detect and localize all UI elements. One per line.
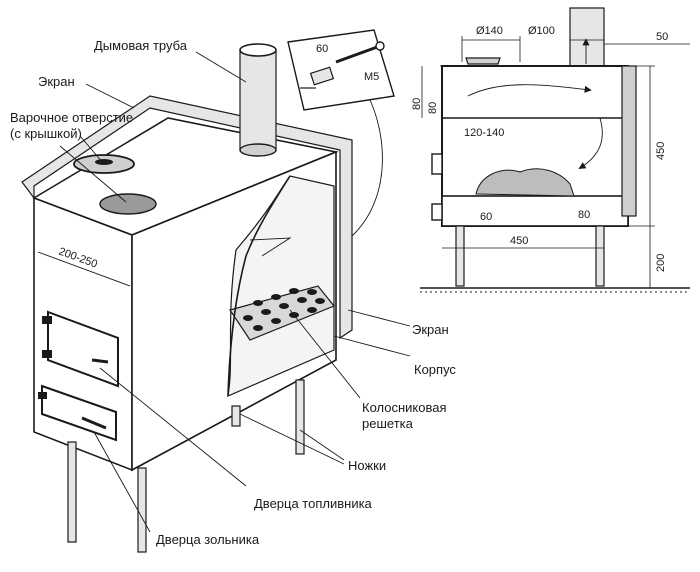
label-cooking-hole: Варочное отверстие	[10, 110, 133, 125]
dim-top-80b: 80	[427, 102, 439, 114]
label-ash-door: Дверца зольника	[156, 532, 260, 547]
section-chimney	[569, 7, 605, 69]
label-grate-sub: решетка	[362, 416, 414, 431]
label-screen-top: Экран	[38, 74, 75, 89]
dim-length-450: 450	[510, 235, 528, 247]
cooking-hole	[99, 193, 157, 215]
dim-450-height: 450	[655, 142, 667, 160]
bolt-inset: 60 M5	[287, 29, 395, 237]
dim-leg-200: 200	[655, 254, 667, 272]
ash-door[interactable]	[38, 384, 117, 442]
label-screen-right: Экран	[412, 322, 449, 337]
label-cooking-hole-sub: (с крышкой)	[10, 126, 82, 141]
label-firebox-door: Дверца топливника	[254, 496, 373, 511]
label-legs: Ножки	[348, 458, 386, 473]
section-dimensions	[421, 36, 690, 288]
label-chimney: Дымовая труба	[94, 38, 188, 53]
dim-pipe-offset: 50	[656, 31, 668, 43]
dim-grate-80: 80	[578, 209, 590, 221]
dim-d140: Ø140	[476, 25, 503, 37]
grate-holes	[243, 288, 325, 331]
fire	[475, 168, 575, 197]
dim-d100: Ø100	[528, 25, 555, 37]
label-grate: Колосниковая	[362, 400, 447, 415]
leader-lines	[59, 51, 411, 533]
firebox-door[interactable]	[42, 310, 119, 388]
dim-inner: 120-140	[464, 127, 504, 139]
svg-text:60: 60	[316, 43, 328, 55]
chimney	[239, 43, 277, 157]
dim-top-80: 80	[411, 98, 423, 110]
label-body: Корпус	[414, 362, 456, 377]
svg-text:M5: M5	[364, 71, 379, 83]
stove-3d: 200-250 60 M5	[21, 29, 395, 553]
stove-section	[420, 7, 690, 293]
dim-ash-60: 60	[480, 211, 492, 223]
